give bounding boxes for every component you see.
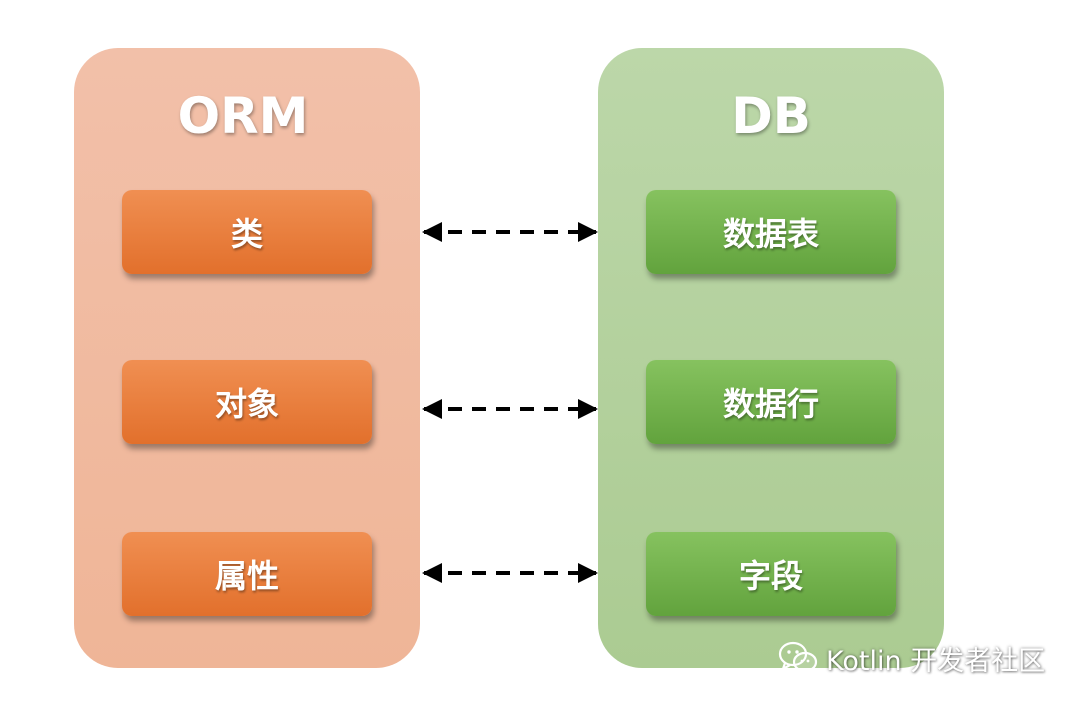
orm-item-object: 对象	[122, 360, 372, 444]
orm-title: ORM	[177, 87, 309, 145]
wechat-icon	[778, 641, 818, 676]
db-item-field: 字段	[646, 532, 896, 616]
watermark: Kotlin 开发者社区	[778, 638, 1045, 678]
db-item-row: 数据行	[646, 360, 896, 444]
db-title: DB	[731, 87, 811, 145]
db-item-table: 数据表	[646, 190, 896, 274]
orm-item-class: 类	[122, 190, 372, 274]
orm-item-property: 属性	[122, 532, 372, 616]
watermark-text: Kotlin 开发者社区	[826, 645, 1046, 677]
